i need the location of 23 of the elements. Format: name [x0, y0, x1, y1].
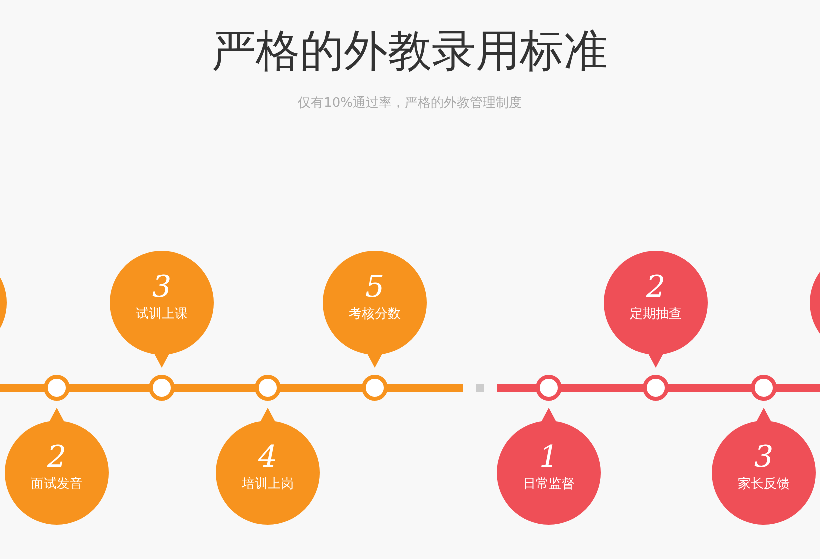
step-number: 4: [257, 441, 279, 475]
step-number: 3: [151, 271, 173, 305]
step-bubble: [496, 406, 602, 526]
step-bubble: [4, 406, 110, 526]
step-label: 定期抽查: [629, 307, 683, 323]
step-label: 日常监督: [522, 477, 576, 493]
step-label: 家长反馈: [737, 477, 791, 493]
step-number: 2: [46, 441, 68, 475]
step-label: 考核分数: [348, 307, 402, 323]
step-number: 3: [753, 441, 775, 475]
step-bubble: [322, 250, 428, 370]
step-label: 试训上课: [135, 307, 189, 323]
step-label: 面试发音: [30, 477, 84, 493]
step-number: 5: [364, 271, 386, 305]
subtitle: 仅有10%通过率，严格的外教管理制度: [297, 95, 523, 112]
step-bubble: [215, 406, 321, 526]
step-label: 培训上岗: [241, 477, 295, 493]
step-bubble: [603, 250, 709, 370]
step-bubble: [109, 250, 215, 370]
title: 严格的外教录用标准: [211, 25, 609, 79]
step-number: 2: [645, 271, 667, 305]
step-number: 1: [538, 441, 560, 475]
step-bubble: [711, 406, 817, 526]
